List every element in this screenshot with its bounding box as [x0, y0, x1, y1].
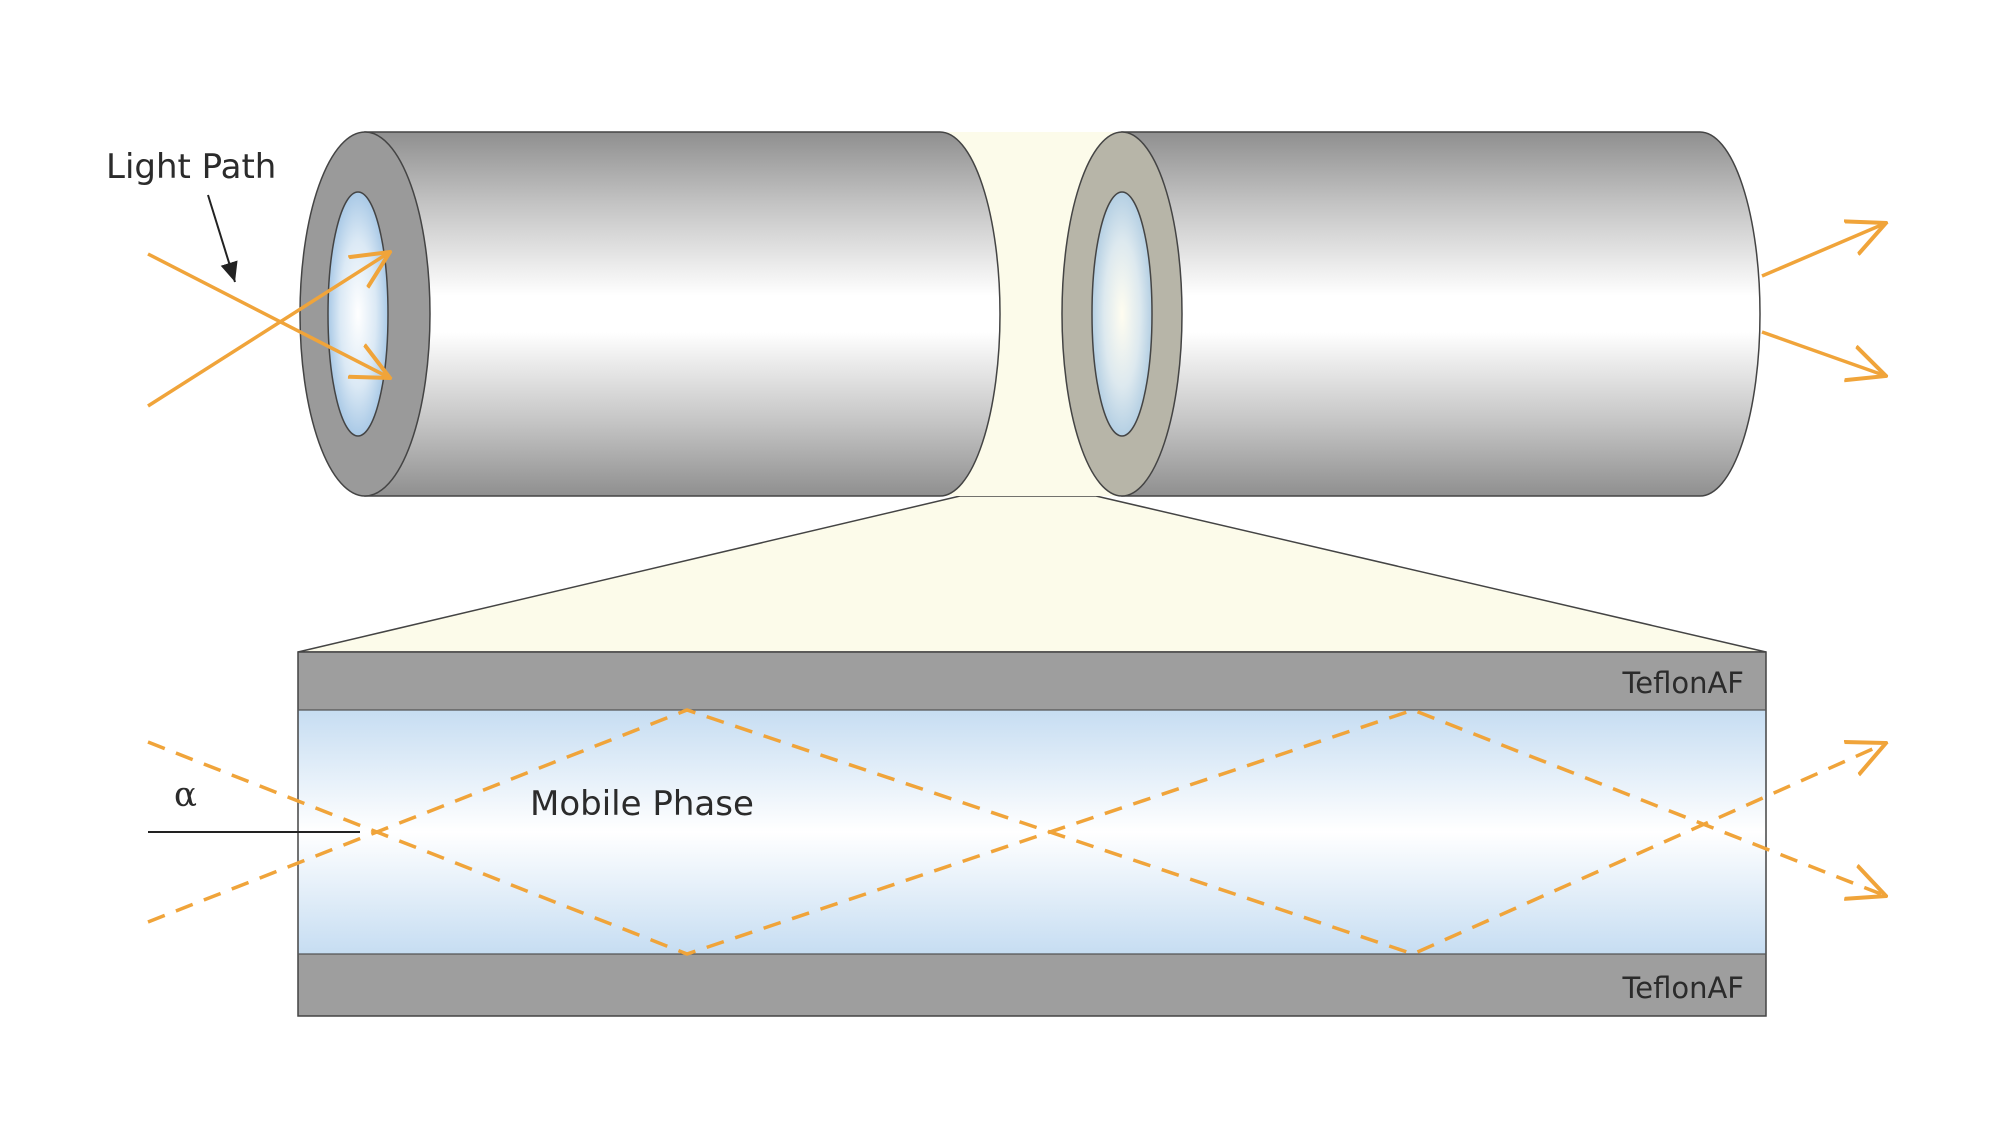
outgoing-light-rays: [1761, 223, 1886, 376]
light-path-label: Light Path: [106, 147, 276, 187]
reflected-light-paths: [147, 708, 1886, 956]
right-cylinder-lens: [1091, 191, 1153, 437]
alpha-label: α: [174, 775, 197, 815]
teflon-top-label: TeflonAF: [1621, 666, 1744, 700]
reflected-path-b: [147, 708, 1886, 956]
right-cylinder: [1061, 131, 1761, 497]
outgoing-ray-up: [1761, 223, 1886, 278]
teflon-bottom-label: TeflonAF: [1621, 971, 1744, 1005]
teflon-layer-top: [298, 652, 1766, 710]
mobile-phase-label: Mobile Phase: [530, 784, 754, 824]
left-cylinder-lens: [327, 191, 389, 437]
incoming-ray-down: [147, 252, 390, 378]
outgoing-ray-down: [1761, 330, 1886, 376]
mobile-phase-region: [298, 710, 1766, 954]
teflon-layer-bottom: [298, 954, 1766, 1016]
left-cylinder: [299, 131, 1001, 497]
magnification-projection: [297, 495, 1767, 653]
incoming-ray-up: [147, 252, 390, 408]
incoming-light-rays: [147, 252, 390, 408]
cross-section-panel: TeflonAF TeflonAF Mobile Phase: [297, 651, 1767, 1017]
light-path-pointer: [207, 194, 238, 283]
cross-section-border: [297, 651, 1767, 1017]
